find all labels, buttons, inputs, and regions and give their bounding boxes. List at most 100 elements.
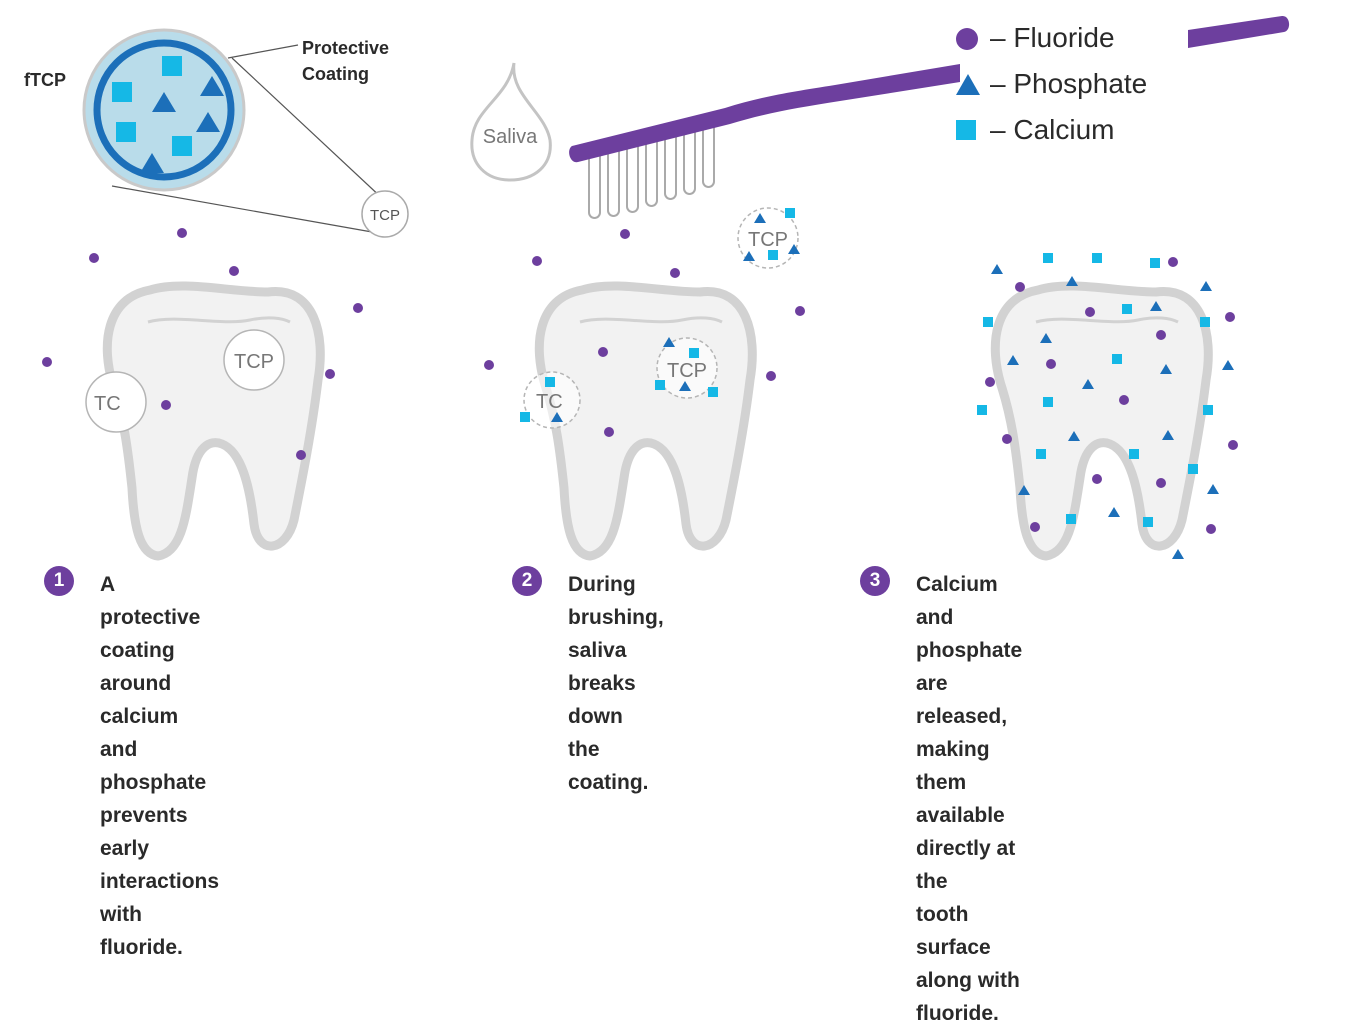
toothbrush [569,16,1289,218]
fluoride-dot [1225,312,1235,322]
caption-line: calcium and phosphate [100,700,219,799]
caption-line: making them available directly at the [916,733,1022,898]
calcium-square [112,82,132,102]
calcium-square [655,380,665,390]
calcium-square [1112,354,1122,364]
fluoride-dot [1228,440,1238,450]
calcium-square [689,348,699,358]
calcium-square [708,387,718,397]
tcp-particle-label: TCP [234,351,274,373]
tcp-particle-label: TC [94,393,121,415]
fluoride-dot [1119,395,1129,405]
caption-line: tooth surface along with fluoride. [916,898,1022,1030]
tcp-breaking-2a: TCP [738,208,800,268]
fluoride-dot [161,400,171,410]
calcium-square [1129,449,1139,459]
calcium-square [1043,397,1053,407]
calcium-square [1122,304,1132,314]
fluoride-dot [766,371,776,381]
fluoride-dot [1092,474,1102,484]
calcium-square [983,317,993,327]
fluoride-dot [1156,478,1166,488]
caption-line: During brushing, [568,568,664,634]
calcium-square [1150,258,1160,268]
ftcp-label: fTCP [24,70,66,90]
caption-line: prevents early interactions [100,799,219,898]
brush-handle [569,64,960,162]
caption-line: the coating. [568,733,664,799]
calcium-square [1143,517,1153,527]
calcium-square [1092,253,1102,263]
step-caption: Calcium and phosphate are released, maki… [916,568,1022,1030]
brush-handle-end [1188,16,1289,48]
step-number-badge: 3 [860,566,890,596]
calcium-square-icon [956,120,976,140]
fluoride-dot [325,369,335,379]
phosphate-triangle [1200,281,1212,291]
fluoride-dot [670,268,680,278]
fluoride-circle-icon [956,28,978,50]
calcium-square [172,136,192,156]
fluoride-dot [1030,522,1040,532]
calcium-square [768,250,778,260]
calcium-square [785,208,795,218]
fluoride-dot [604,427,614,437]
calcium-square [1200,317,1210,327]
tcp-breaking-2c: TC [520,372,580,428]
phosphate-triangle [1222,360,1234,370]
saliva-label: Saliva [483,126,538,148]
tooth-3 [995,286,1208,556]
fluoride-dot [353,303,363,313]
step-number-badge: 2 [512,566,542,596]
fluoride-dot [1168,257,1178,267]
fluoride-dot [229,266,239,276]
saliva-drop [472,63,550,180]
calcium-square [1203,405,1213,415]
fluoride-dot [985,377,995,387]
fluoride-dot [620,229,630,239]
phosphate-triangle-icon [956,74,980,95]
fluoride-dot [296,450,306,460]
phosphate-triangle [1066,276,1078,286]
legend-label-calcium: – Calcium [990,114,1114,146]
phosphate-triangle [991,264,1003,274]
step-number-badge: 1 [44,566,74,596]
protective-coating-label-2: Coating [302,64,369,84]
tcp-label: TCP [748,229,788,251]
protective-coating-label-1: Protective [302,38,389,58]
fluoride-dot [598,347,608,357]
fluoride-dot [1085,307,1095,317]
calcium-square [977,405,987,415]
calcium-square [1066,514,1076,524]
phosphate-triangle [1207,484,1219,494]
caption-line: with fluoride. [100,898,219,964]
legend-label-fluoride: – Fluoride [990,22,1115,54]
phosphate-triangle [1108,507,1120,517]
caption-line: Calcium and phosphate are released, [916,568,1022,733]
calcium-square [520,412,530,422]
fluoride-dot [1002,434,1012,444]
fluoride-dot [42,357,52,367]
step-caption: During brushing, saliva breaks down the … [568,568,664,799]
tcp-label: TC [536,391,563,413]
tcp-small-label: TCP [370,207,400,224]
tcp-breaking-2b: TCP [655,337,718,398]
fluoride-dot [1046,359,1056,369]
calcium-square [1043,253,1053,263]
calcium-square [162,56,182,76]
fluoride-dot [1015,282,1025,292]
calcium-square [545,377,555,387]
fluoride-dot [484,360,494,370]
fluoride-dot [89,253,99,263]
fluoride-dot [1156,330,1166,340]
fluoride-dot [532,256,542,266]
caption-line: A protective coating around [100,568,219,700]
step-caption: A protective coating around calcium and … [100,568,219,964]
caption-line: saliva breaks down [568,634,664,733]
fluoride-dot [1206,524,1216,534]
legend-label-phosphate: – Phosphate [990,68,1147,100]
tcp-label: TCP [667,360,707,382]
calcium-square [1188,464,1198,474]
fluoride-dot [795,306,805,316]
fluoride-dot [177,228,187,238]
